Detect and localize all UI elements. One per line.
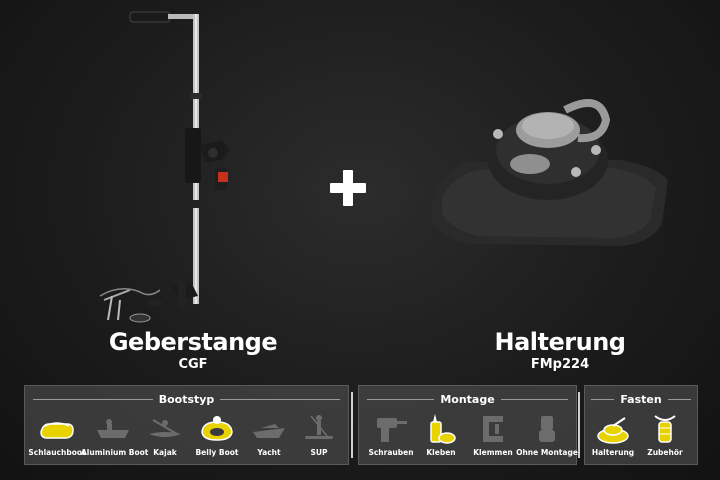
kayak-icon xyxy=(149,419,181,437)
inflatable-boat-icon xyxy=(40,422,74,439)
drill-icon xyxy=(377,418,407,442)
aluminium-boat-icon xyxy=(97,419,129,438)
boat-type-item-aluminium-boot: Aluminium Boot xyxy=(81,410,149,462)
accessory-icon xyxy=(654,415,676,443)
pole-product-image xyxy=(99,11,230,323)
fastening-item-halterung: Halterung xyxy=(581,410,645,462)
fastening-panel-header: Fasten xyxy=(591,389,692,409)
fastening-panel-title: Fasten xyxy=(620,392,662,406)
product-title-pole: Geberstange xyxy=(108,328,278,356)
boat-type-label: SUP xyxy=(310,448,328,457)
mounting-label: Klemmen xyxy=(473,448,513,457)
boat-type-item-kajak: Kajak xyxy=(133,410,197,462)
sup-icon xyxy=(305,415,333,439)
boat-type-item-schlauchboot: Schlauchboot xyxy=(25,410,89,462)
mounting-label: Ohne Montage xyxy=(516,448,578,457)
product-code-pole: CGF xyxy=(178,357,208,372)
boat-type-panel: Bootstyp Schlauchboot Aluminium Boot Kaj… xyxy=(24,385,349,465)
boat-type-label: Aluminium Boot xyxy=(81,448,149,457)
mounting-label: Schrauben xyxy=(368,448,414,457)
boat-type-panel-title: Bootstyp xyxy=(158,392,215,406)
belly-boat-icon xyxy=(201,416,233,441)
yacht-icon xyxy=(253,424,285,438)
mount-icon xyxy=(597,417,629,444)
boat-type-item-sup: SUP xyxy=(287,410,351,462)
boat-type-label: Kajak xyxy=(153,448,177,457)
no-mount-icon xyxy=(539,416,555,442)
mounting-panel-title: Montage xyxy=(440,392,495,406)
plus-icon xyxy=(328,168,368,208)
fastening-label: Zubehör xyxy=(647,448,683,457)
mounting-item-kleben: Kleben xyxy=(409,410,473,462)
boat-type-label: Yacht xyxy=(257,448,281,457)
boat-type-panel-header: Bootstyp xyxy=(33,389,341,409)
mounting-item-ohne-montage: Ohne Montage xyxy=(515,410,579,462)
mounting-panel-header: Montage xyxy=(367,389,569,409)
mount-product-image xyxy=(432,98,668,246)
boat-type-label: Belly Boot xyxy=(195,448,239,457)
product-code-mount: FMp224 xyxy=(530,357,590,372)
fastening-item-zubehoer: Zubehör xyxy=(633,410,697,462)
mounting-item-schrauben: Schrauben xyxy=(359,410,423,462)
mounting-panel: Montage Schrauben Kleben Klemmen Ohne Mo… xyxy=(358,385,579,465)
mounting-label: Kleben xyxy=(426,448,456,457)
boat-type-label: Schlauchboot xyxy=(28,448,86,457)
panel-divider xyxy=(351,392,353,458)
boat-type-item-belly-boot: Belly Boot xyxy=(185,410,249,462)
glue-icon xyxy=(430,414,456,444)
fastening-label: Halterung xyxy=(591,448,635,457)
fastening-panel: Fasten Halterung Zubehör xyxy=(584,385,698,465)
mounting-item-klemmen: Klemmen xyxy=(461,410,525,462)
panel-divider xyxy=(578,392,580,458)
boat-type-item-yacht: Yacht xyxy=(237,410,301,462)
clamp-icon xyxy=(483,416,503,442)
product-title-mount: Halterung xyxy=(494,328,626,356)
